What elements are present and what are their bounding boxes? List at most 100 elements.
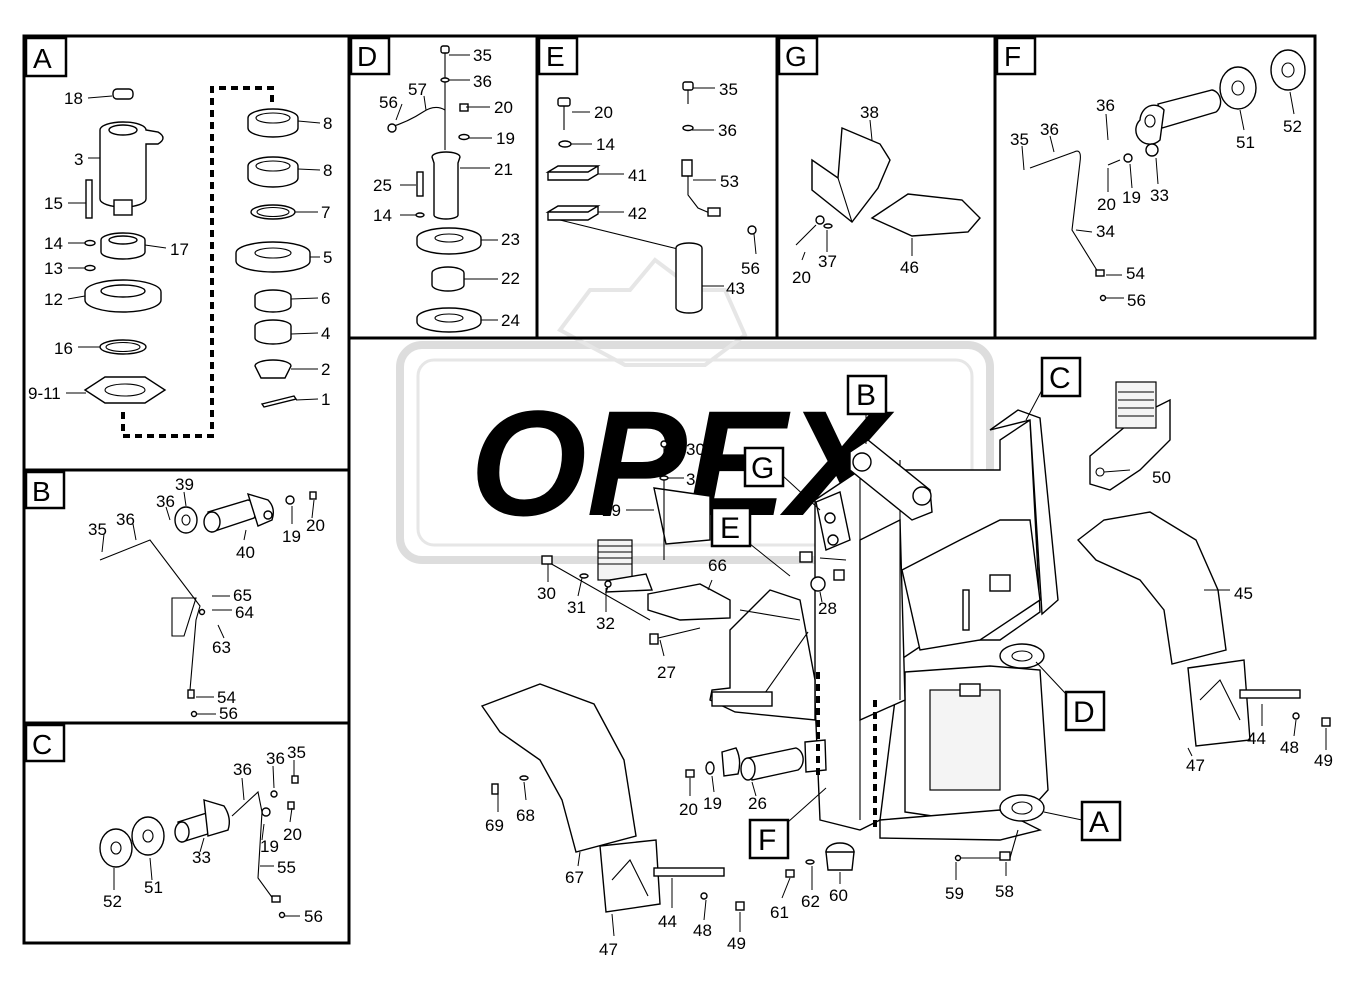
part-label-d-20: 20 [494, 98, 513, 117]
callout-e[interactable]: E [710, 506, 791, 577]
panel-g: G 38 20 37 46 [777, 36, 981, 287]
callout-e-label: E [720, 512, 740, 545]
part-label-main-50: 50 [1152, 468, 1171, 487]
part-label-a-12: 12 [44, 290, 63, 309]
part-label-main-58: 58 [995, 882, 1014, 901]
main-assembly: 30 31 29 66 30 31 32 28 27 50 45 47 44 4… [480, 356, 1333, 959]
part-label-main-27: 27 [657, 663, 676, 682]
part-label-a-5: 5 [323, 248, 332, 267]
callout-g[interactable]: G [743, 446, 821, 511]
part-label-main-49-right: 49 [1314, 751, 1333, 770]
part-label-c-19: 19 [260, 837, 279, 856]
part-label-a-1: 1 [321, 390, 330, 409]
part-label-f-54: 54 [1126, 264, 1145, 283]
part-label-b-36: 36 [156, 492, 175, 511]
callout-c-label: C [1049, 362, 1071, 395]
panel-a-label: A [33, 43, 52, 74]
part-label-b-40: 40 [236, 543, 255, 562]
part-label-b-54: 54 [217, 688, 236, 707]
part-label-main-47-left: 47 [599, 940, 618, 959]
part-label-b-35: 35 [88, 520, 107, 539]
part-label-c-52: 52 [103, 892, 122, 911]
part-label-d-56: 56 [379, 93, 398, 112]
part-label-a-6: 6 [321, 289, 330, 308]
part-label-main-29: 29 [602, 501, 621, 520]
panel-b-label: B [32, 476, 51, 507]
panel-d: D 35 36 56 57 20 19 21 25 14 23 22 24 [349, 36, 520, 333]
part-label-d-25: 25 [373, 176, 392, 195]
part-label-b-19: 19 [282, 527, 301, 546]
part-label-a-9-11: 9-11 [28, 384, 61, 403]
part-label-f-33: 33 [1150, 186, 1169, 205]
part-label-b-65: 65 [233, 586, 252, 605]
part-label-b-56: 56 [219, 704, 238, 723]
callout-g-label: G [751, 452, 774, 485]
part-label-c-35: 35 [287, 743, 306, 762]
callout-d[interactable]: D [1035, 661, 1106, 732]
part-label-d-21: 21 [494, 160, 513, 179]
part-label-main-48-right: 48 [1280, 738, 1299, 757]
part-label-f-51: 51 [1236, 133, 1255, 152]
part-label-e-53: 53 [720, 172, 739, 191]
part-label-g-20: 20 [792, 268, 811, 287]
part-label-e-14: 14 [596, 135, 615, 154]
part-label-main-32: 32 [596, 614, 615, 633]
part-label-b-63: 63 [212, 638, 231, 657]
callout-f-label: F [758, 824, 776, 857]
part-label-main-26: 26 [748, 794, 767, 813]
part-label-g-46: 46 [900, 258, 919, 277]
callout-c[interactable]: C [1025, 356, 1082, 421]
part-label-e-41: 41 [628, 166, 647, 185]
part-label-a-18: 18 [64, 89, 83, 108]
part-label-a-2: 2 [321, 360, 330, 379]
part-label-d-14: 14 [373, 206, 392, 225]
part-label-f-20: 20 [1097, 195, 1116, 214]
callout-b[interactable]: B [846, 374, 888, 444]
part-label-main-31-b: 31 [567, 598, 586, 617]
part-label-a-13: 13 [44, 259, 63, 278]
part-label-f-34: 34 [1096, 222, 1115, 241]
part-label-main-60: 60 [829, 886, 848, 905]
part-label-g-37: 37 [818, 252, 837, 271]
panel-b: B 39 36 35 36 40 19 20 65 64 63 54 56 [24, 470, 325, 723]
part-label-c-36-b: 36 [266, 749, 285, 768]
panel-e: E 20 14 41 42 35 36 53 56 43 [537, 36, 760, 314]
callout-f[interactable]: F [748, 787, 827, 860]
part-label-main-19: 19 [703, 794, 722, 813]
part-label-e-43: 43 [726, 279, 745, 298]
part-label-e-56: 56 [741, 259, 760, 278]
part-label-main-48-left: 48 [693, 921, 712, 940]
part-label-d-22: 22 [501, 269, 520, 288]
part-label-c-55: 55 [277, 858, 296, 877]
part-label-a-15: 15 [44, 194, 63, 213]
part-label-main-59: 59 [945, 884, 964, 903]
part-label-a-14: 14 [44, 234, 63, 253]
part-label-f-52: 52 [1283, 117, 1302, 136]
part-label-main-47-right: 47 [1186, 756, 1205, 775]
part-label-main-30: 30 [686, 440, 705, 459]
panel-e-label: E [546, 41, 565, 72]
part-label-main-49-left: 49 [727, 934, 746, 953]
part-label-f-19: 19 [1122, 188, 1141, 207]
part-label-b-39: 39 [175, 475, 194, 494]
part-label-main-62: 62 [801, 892, 820, 911]
part-label-d-36: 36 [473, 72, 492, 91]
panel-d-label: D [357, 41, 377, 72]
part-label-c-56: 56 [304, 907, 323, 926]
part-label-b-36-b: 36 [116, 510, 135, 529]
part-label-a-16: 16 [54, 339, 73, 358]
part-label-b-20: 20 [306, 516, 325, 535]
part-label-e-20: 20 [594, 103, 613, 122]
part-label-c-33: 33 [192, 848, 211, 867]
part-label-d-57: 57 [408, 80, 427, 99]
part-label-main-69: 69 [485, 816, 504, 835]
part-label-main-68: 68 [516, 806, 535, 825]
part-label-c-36: 36 [233, 760, 252, 779]
part-label-d-35: 35 [473, 46, 492, 65]
part-label-e-42: 42 [628, 204, 647, 223]
panel-g-label: G [785, 41, 807, 72]
callout-a[interactable]: A [1043, 800, 1122, 842]
part-label-a-3: 3 [74, 150, 83, 169]
part-label-f-56: 56 [1127, 291, 1146, 310]
